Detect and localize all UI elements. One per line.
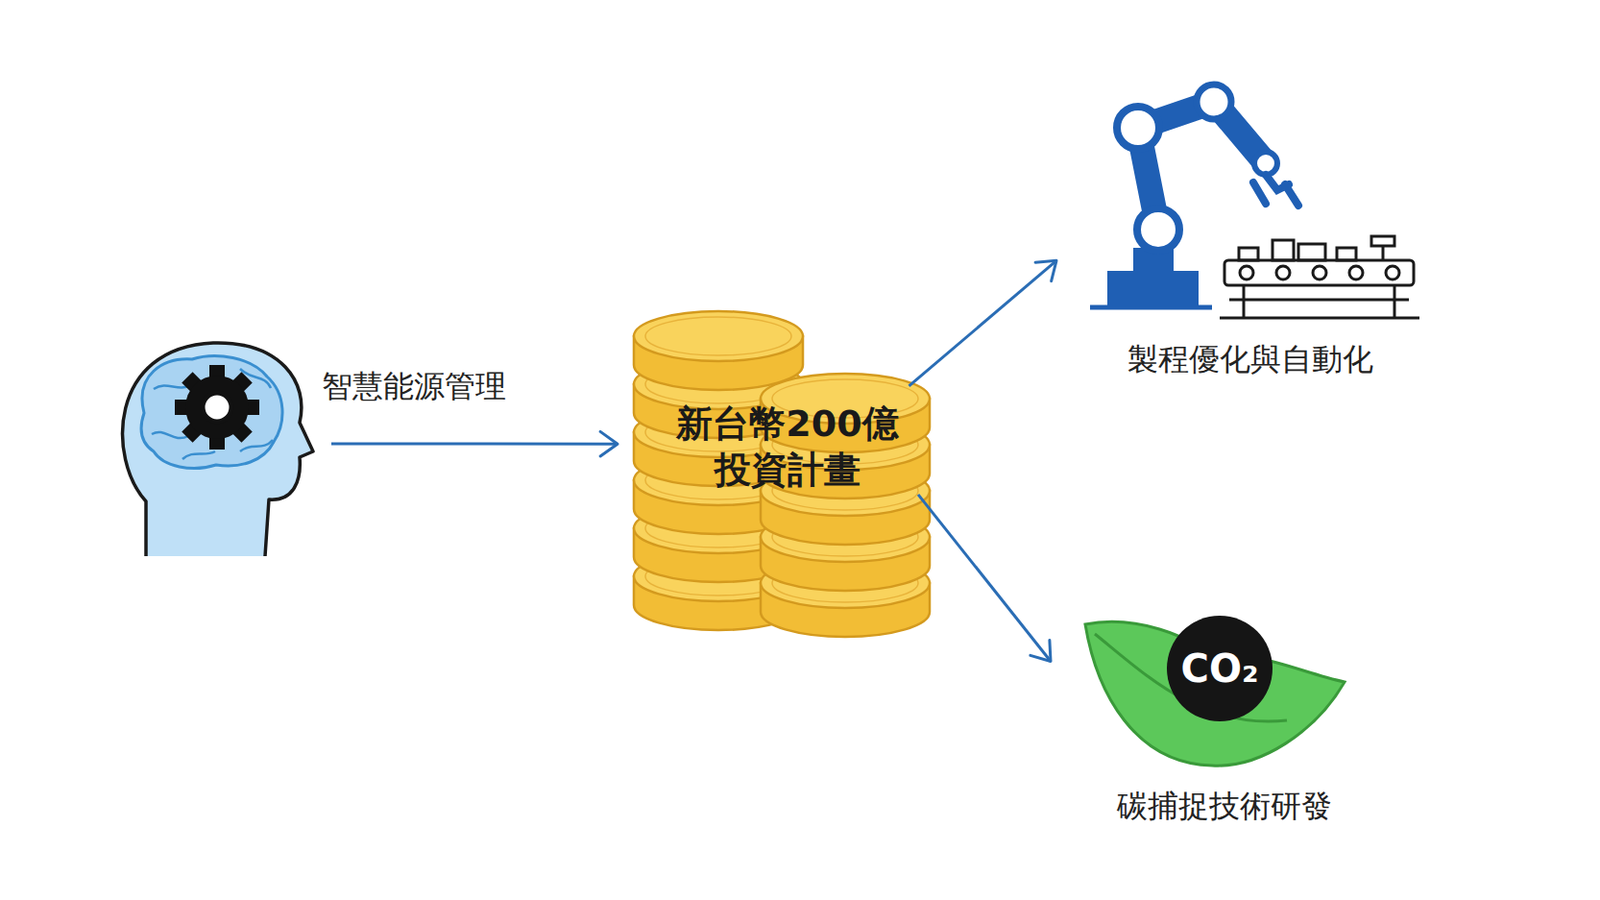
coin-stack <box>633 311 930 637</box>
investment-node: 新台幣200億 投資計畫 <box>627 311 934 628</box>
node-label: 碳捕捉技術研發 <box>1116 786 1333 825</box>
arrow-head <box>1035 260 1057 281</box>
head-node: 智慧能源管理 <box>117 341 307 557</box>
co2-label: CO₂ <box>1181 644 1260 693</box>
connector-line <box>908 260 1057 387</box>
head-icon <box>122 342 314 557</box>
node-label: 智慧能源管理 <box>321 366 507 406</box>
co2-circle <box>1166 615 1273 722</box>
conveyor <box>1219 236 1420 318</box>
connector-line <box>918 494 1051 662</box>
connector-line <box>331 441 618 445</box>
carbon-capture-node: CO₂碳捕捉技術研發 <box>1083 609 1347 766</box>
arrow-connector <box>908 260 1057 387</box>
node-label: 製程優化與自動化 <box>1127 339 1374 379</box>
arrow-connector <box>918 494 1051 662</box>
arrow-head <box>1030 639 1051 661</box>
arrow-connector <box>331 431 618 457</box>
arrow-head <box>600 431 618 457</box>
node-label: 新台幣200億 投資計畫 <box>667 401 908 493</box>
automation-node: 製程優化與自動化 <box>1087 86 1419 322</box>
leaf-icon <box>1085 615 1345 766</box>
